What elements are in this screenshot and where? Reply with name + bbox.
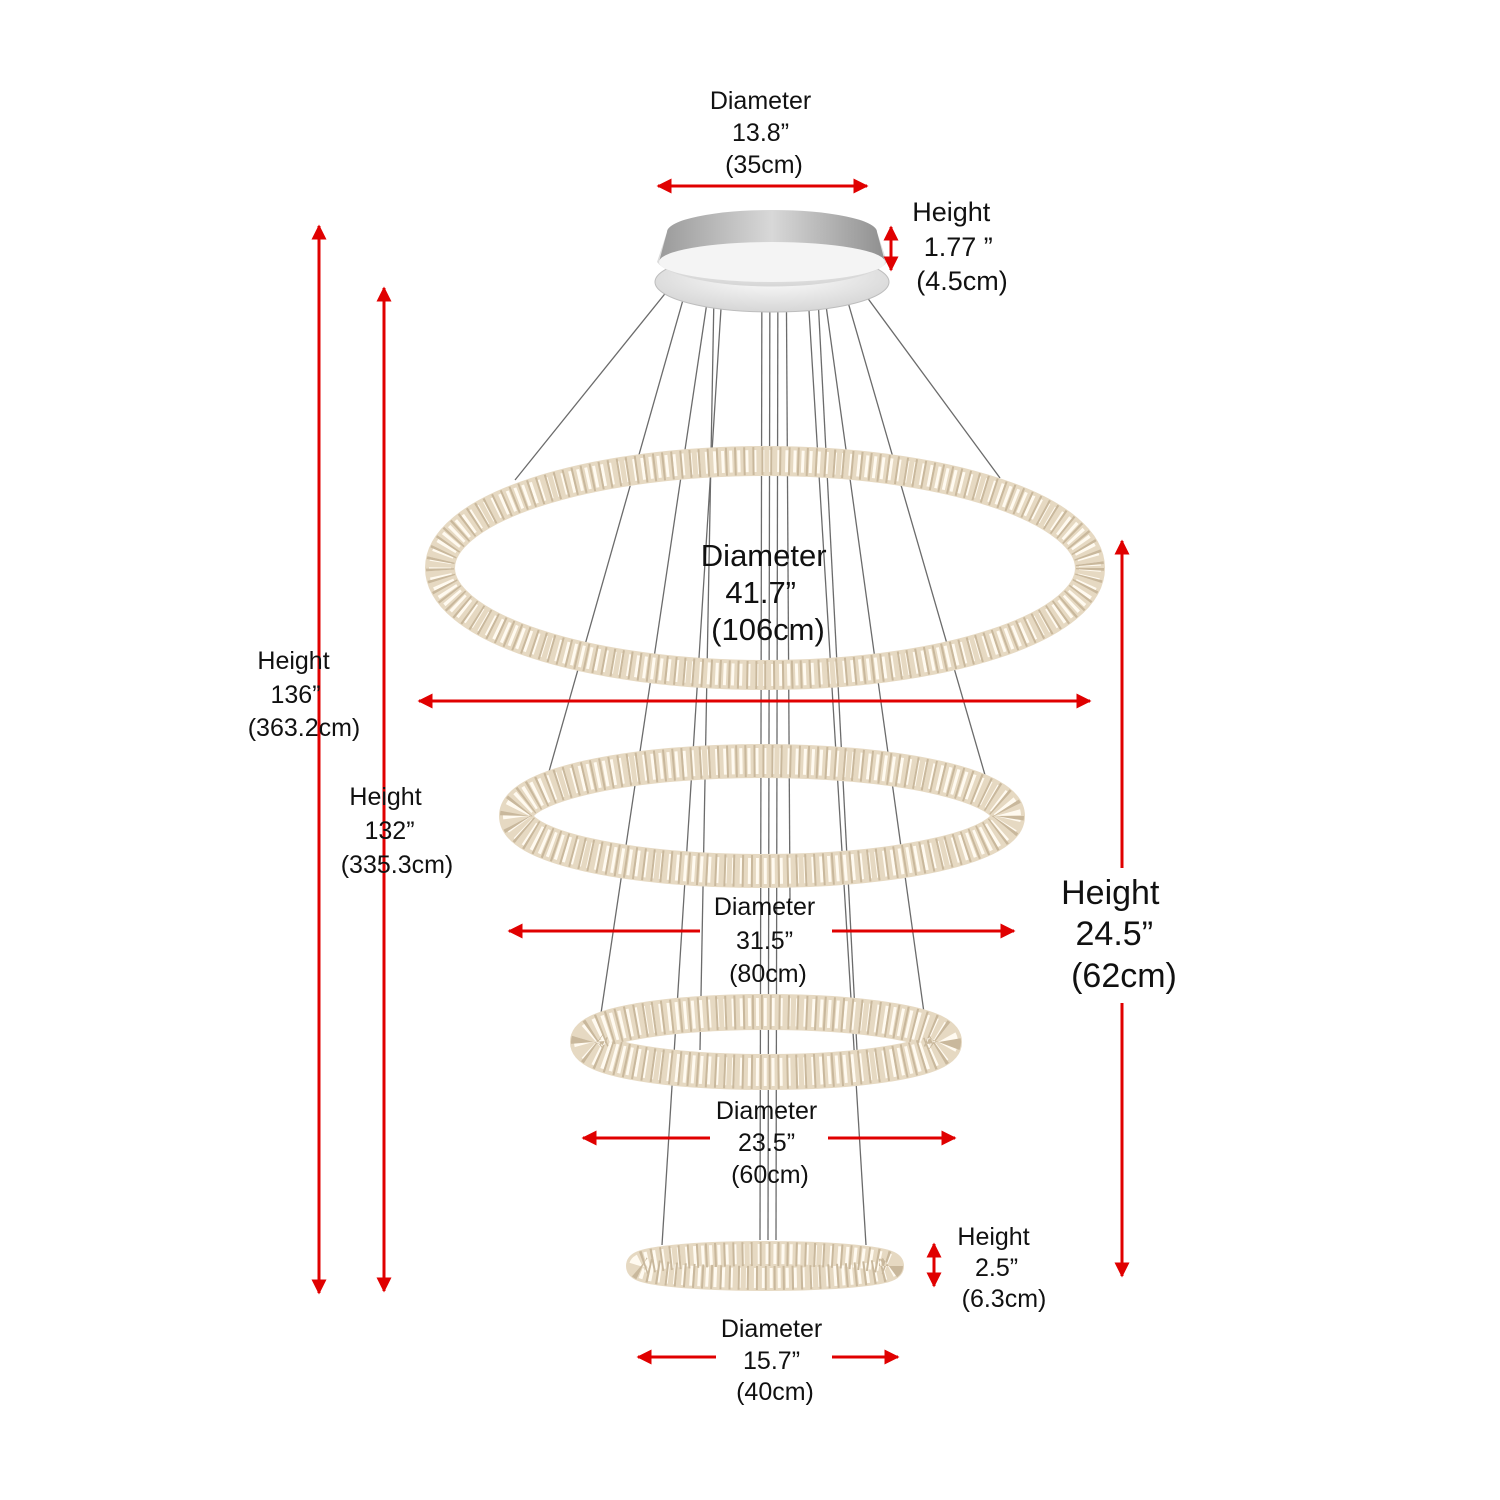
max-height-label: Height 132” (335.3cm) (341, 783, 454, 879)
ring-height-label: Height 2.5” (6.3cm) (957, 1223, 1046, 1313)
ceiling-canopy (654, 210, 890, 313)
canopy-diameter-label: Diameter 13.8” (35cm) (710, 87, 818, 179)
crystal-ring-2 (499, 744, 1025, 888)
suspension-wires (514, 229, 1001, 1246)
crystal-ring-4 (626, 1241, 904, 1291)
canopy-height-label: Height 1.77 ” (4.5cm) (912, 197, 1008, 296)
crystal-ring-3 (570, 994, 962, 1090)
crystal-ring-1 (425, 446, 1105, 690)
overall-height-label: Height 136” (363.2cm) (248, 647, 361, 742)
ring4-diameter-label: Diameter 15.7” (40cm) (721, 1315, 829, 1406)
ring2-diameter-label: Diameter 31.5” (80cm) (714, 893, 822, 988)
dimension-arrows (311, 178, 1130, 1365)
ring1-diameter-label: Diameter 41.7” (106cm) (701, 538, 835, 647)
ring3-diameter-label: Diameter 23.5” (60cm) (716, 1097, 824, 1189)
rings-height-label: Height 24.5” (62cm) (1061, 874, 1177, 995)
